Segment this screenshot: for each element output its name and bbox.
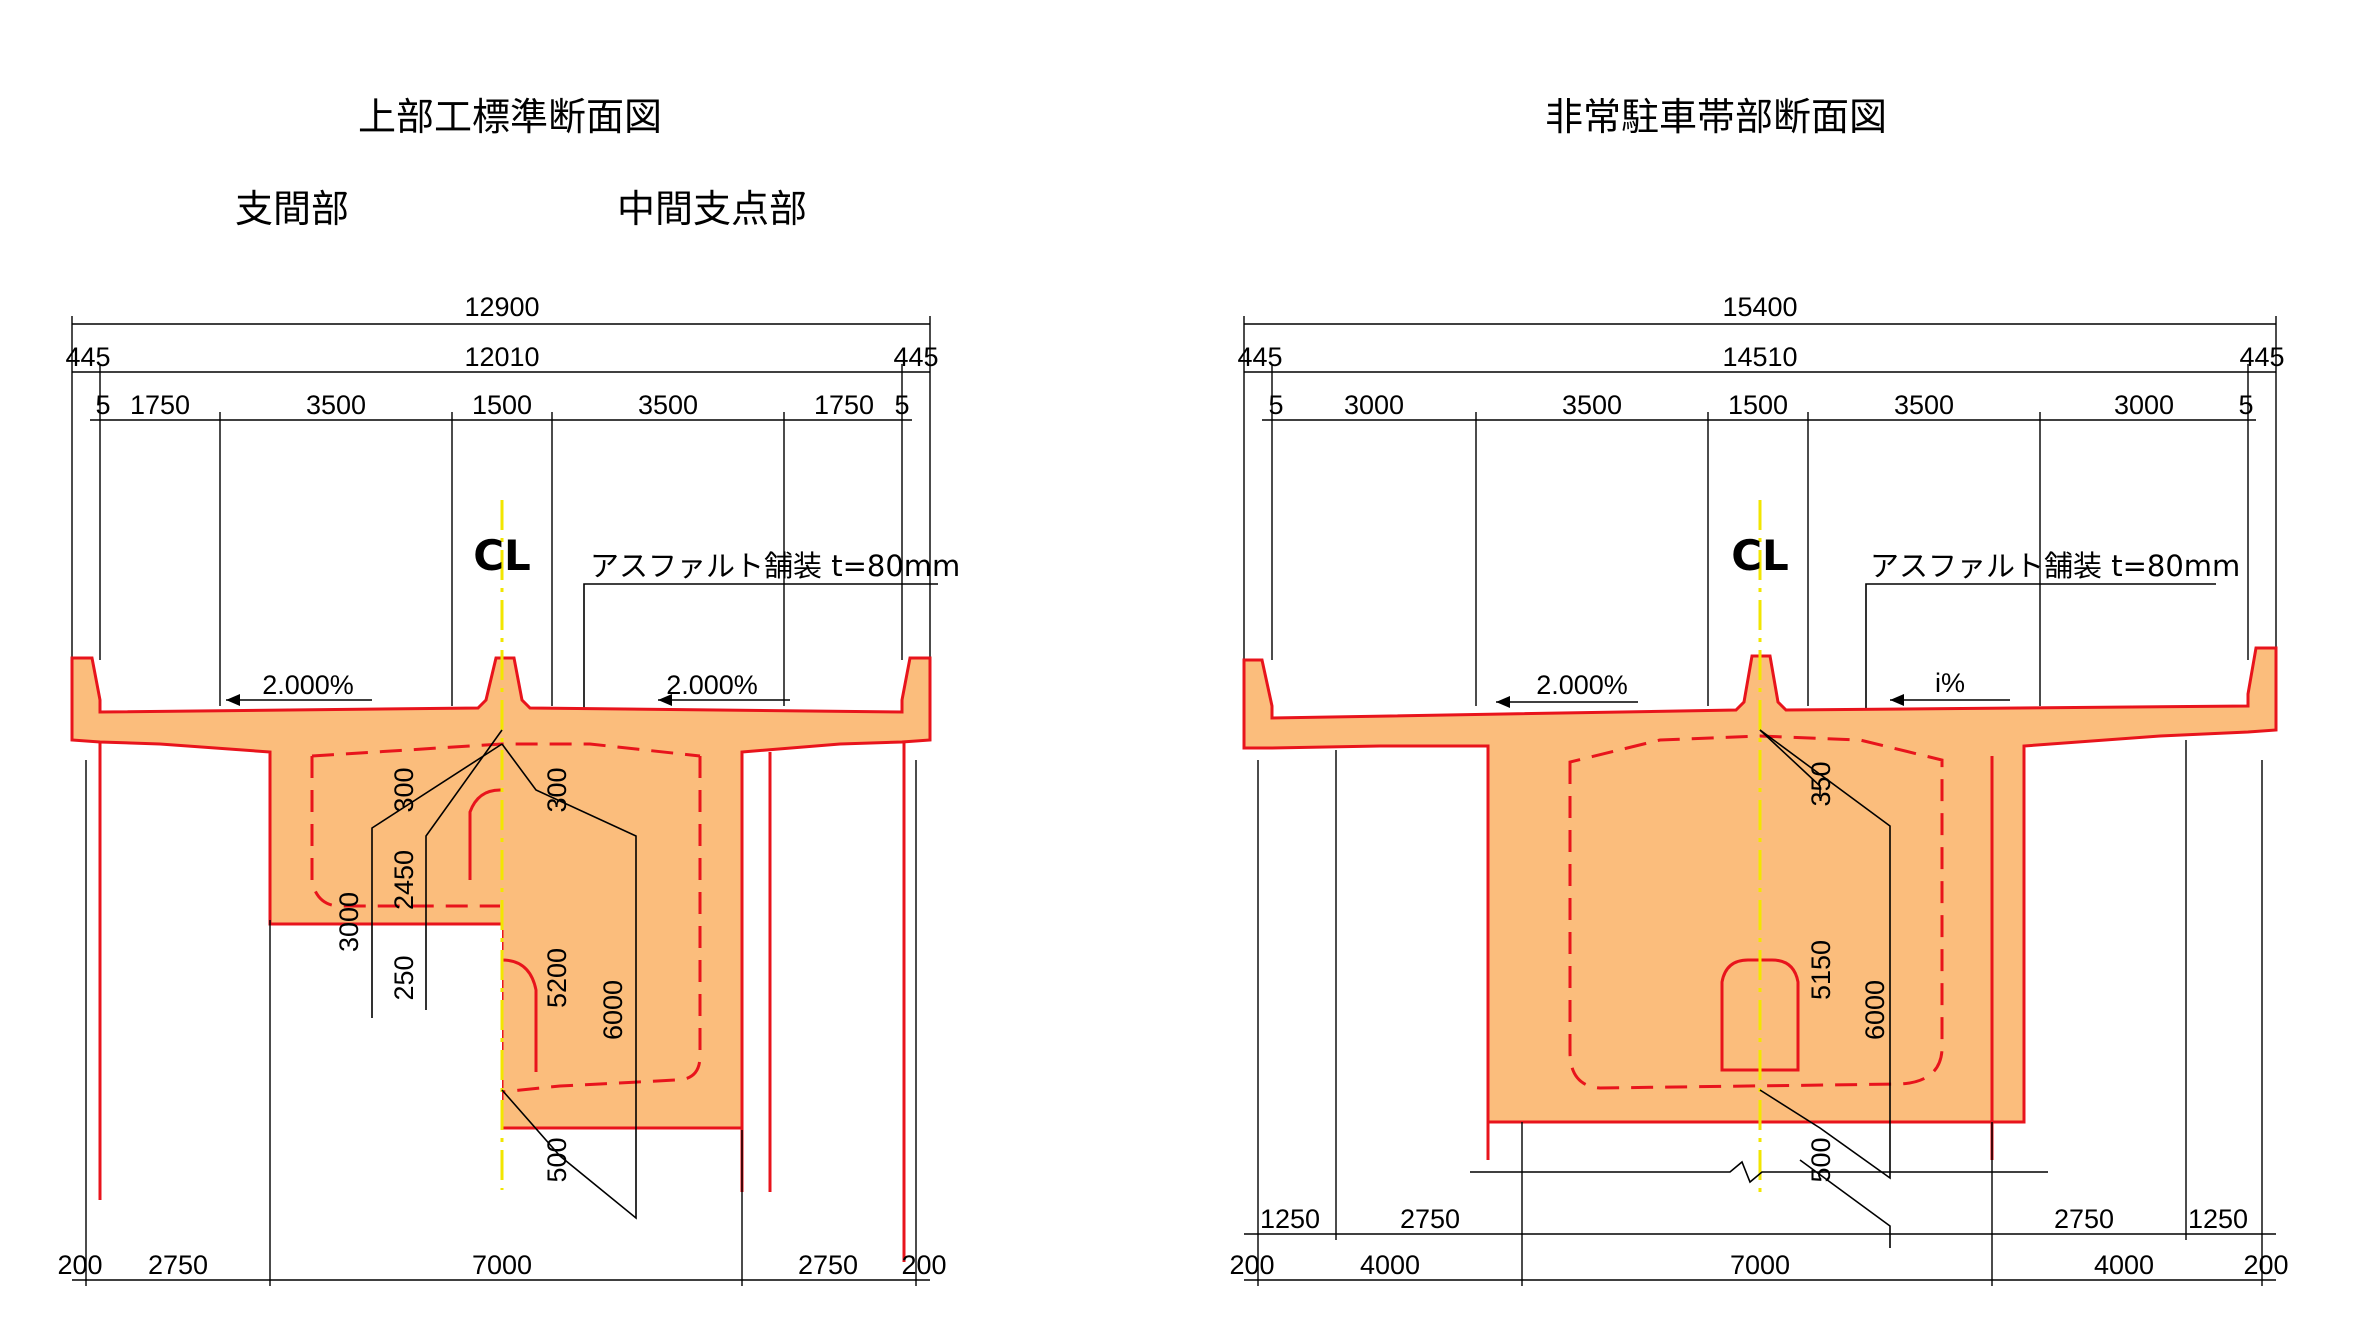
right-dim-row3-4: 1500	[1728, 390, 1788, 420]
right-inner-void	[1720, 958, 1800, 1072]
right-inner-dashed	[1568, 734, 1944, 1090]
right-vdim-1: 350	[1806, 761, 1836, 806]
right-dim-row3-1: 5	[1268, 390, 1283, 420]
right-dim-row3-3: 3500	[1562, 390, 1622, 420]
right-bottom-row2-5: 200	[2243, 1250, 2288, 1280]
right-bottom-dimensions: 1250 2750 2750 1250 200 4000 7000 4000 2…	[1229, 740, 2289, 1286]
left-dim-row3-2: 1750	[130, 390, 190, 420]
left-dim-row3-1: 5	[95, 390, 110, 420]
left-bottom-3: 7000	[472, 1250, 532, 1280]
left-vdim-6: 5200	[542, 948, 572, 1008]
left-vdim-1: 300	[389, 767, 419, 812]
left-overall-width: 12900	[464, 292, 539, 322]
right-centerline-label: CL	[1731, 531, 1789, 580]
left-vertical-dimensions: 300 2450 3000 250 300 5200 6000 500	[334, 729, 637, 1220]
right-vdim-3: 6000	[1860, 980, 1890, 1040]
left-title: 上部工標準断面図	[358, 95, 662, 139]
left-inner-void-1	[468, 788, 502, 880]
left-slope-left: 2.000%	[262, 670, 354, 700]
right-vdim-2: 5150	[1806, 940, 1836, 1000]
right-vdim-4: 500	[1806, 1137, 1836, 1182]
left-bottom-5: 200	[901, 1250, 946, 1280]
right-bottom-row2-3: 7000	[1730, 1250, 1790, 1280]
left-subtitle-support: 中間支点部	[617, 187, 807, 231]
right-dim-row3-2: 3000	[1344, 390, 1404, 420]
right-section: 非常駐車帯部断面図 15400 445 14510 445 5 3000 350…	[1229, 95, 2289, 1286]
left-slope-annotations: 2.000% 2.000%	[226, 670, 790, 706]
right-slope-right: i%	[1935, 668, 1965, 698]
left-vdim-4: 250	[389, 955, 419, 1000]
left-edge-left: 445	[65, 342, 110, 372]
left-centerline-label: CL	[473, 531, 531, 580]
left-paving-text: アスファルト舗装 t=80mm	[590, 549, 960, 583]
left-top-dimensions: 12900 445 12010 445 5 1750 3500 1500 350…	[65, 292, 939, 706]
left-girder-body	[70, 656, 932, 1130]
right-slope-left: 2.000%	[1536, 670, 1628, 700]
left-edge-right: 445	[893, 342, 938, 372]
left-vdim-3: 3000	[334, 892, 364, 952]
right-top-dimensions: 15400 445 14510 445 5 3000 3500 1500 350…	[1237, 292, 2285, 706]
left-section: 上部工標準断面図 支間部 中間支点部 12900 445 12010 445 5…	[57, 95, 960, 1286]
left-inner-dashed-left	[310, 756, 500, 908]
right-vertical-dimensions: 350 5150 6000 500	[1759, 729, 1891, 1248]
left-dim-row3-7: 5	[894, 390, 909, 420]
left-inner-dashed-right	[501, 756, 702, 1094]
left-dim-row3-6: 1750	[814, 390, 874, 420]
right-bottom-row2-4: 4000	[2094, 1250, 2154, 1280]
left-bottom-4: 2750	[798, 1250, 858, 1280]
left-dim-row3-4: 1500	[472, 390, 532, 420]
left-bottom-dimensions: 200 2750 7000 2750 200	[57, 760, 947, 1286]
left-inner-void-2	[501, 958, 538, 1072]
right-break-line	[1470, 1160, 2048, 1184]
left-inner-width: 12010	[464, 342, 539, 372]
left-paving-label: アスファルト舗装 t=80mm	[583, 549, 960, 712]
right-dim-row3-5: 3500	[1894, 390, 1954, 420]
right-bottom-row1-4: 1250	[2188, 1204, 2248, 1234]
left-bottom-2: 2750	[148, 1250, 208, 1280]
right-bottom-row1-2: 2750	[1400, 1204, 1460, 1234]
right-bottom-row2-1: 200	[1229, 1250, 1274, 1280]
right-bottom-row1-1: 1250	[1260, 1204, 1320, 1234]
left-dim-row3-5: 3500	[638, 390, 698, 420]
left-bottom-1: 200	[57, 1250, 102, 1280]
left-dim-row3-3: 3500	[306, 390, 366, 420]
right-bottom-row2-2: 4000	[1360, 1250, 1420, 1280]
right-inner-width: 14510	[1722, 342, 1797, 372]
right-title: 非常駐車帯部断面図	[1545, 95, 1887, 139]
left-slope-right: 2.000%	[666, 670, 758, 700]
right-paving-text: アスファルト舗装 t=80mm	[1870, 549, 2240, 583]
left-subtitle-span: 支間部	[235, 187, 349, 231]
right-slope-annotations: 2.000% i%	[1496, 668, 2010, 708]
right-overall-width: 15400	[1722, 292, 1797, 322]
left-vdim-2: 2450	[389, 850, 419, 910]
left-vdim-7: 6000	[598, 980, 628, 1040]
right-edge-right: 445	[2239, 342, 2284, 372]
right-edge-left: 445	[1237, 342, 1282, 372]
left-vdim-5: 300	[542, 767, 572, 812]
right-dim-row3-6: 3000	[2114, 390, 2174, 420]
left-vdim-8: 500	[542, 1137, 572, 1182]
right-bottom-row1-3: 2750	[2054, 1204, 2114, 1234]
right-paving-label: アスファルト舗装 t=80mm	[1865, 549, 2240, 712]
right-dim-row3-7: 5	[2238, 390, 2253, 420]
